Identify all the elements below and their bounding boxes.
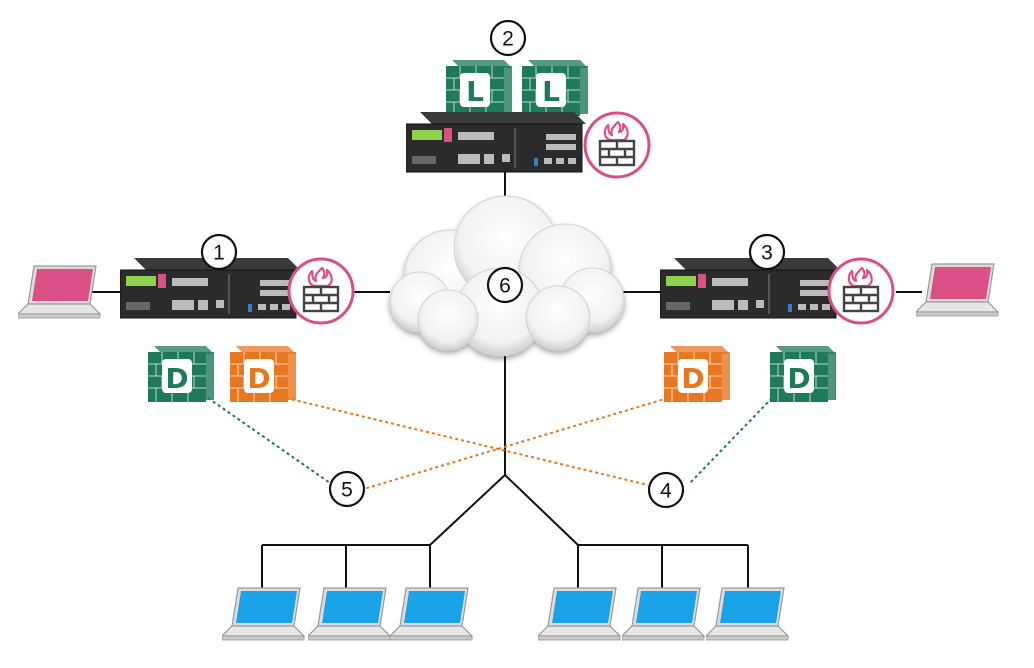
callout-1: 1 [200,233,238,271]
firewall-icon [583,111,651,179]
domain-server-letter: D [681,362,704,395]
callout-label: 1 [213,242,225,265]
domain-server-orange-left: D [230,346,296,403]
client-laptops [222,587,789,641]
domain-server-orange-right: D [664,346,730,403]
client-laptop [308,587,391,641]
client-laptop [622,587,705,641]
log-server-2: L [522,60,588,117]
callout-label: 3 [761,242,773,265]
domain-server-green-right: D [770,346,836,403]
callout-2: 2 [489,19,527,57]
log-server-letter: L [466,75,484,108]
callout-4: 4 [647,471,685,509]
client-laptop [390,587,473,641]
admin-laptop-right [916,263,999,317]
admin-laptop-left [18,265,101,319]
domain-server-green-left: D [148,346,214,403]
domain-server-letter: D [247,362,270,395]
gateway-appliance-left [120,257,355,325]
log-server-letter: L [542,75,560,108]
network-links [92,172,922,588]
callout-label: 2 [502,28,514,51]
firewall-icon [287,257,355,325]
domain-server-letter: D [165,362,188,395]
firewall-icon [827,257,895,325]
log-server-1: L [446,60,512,117]
domain-links [207,397,773,490]
callout-label: 6 [499,275,511,298]
gateway-appliance-right [660,257,895,325]
callout-5: 5 [328,470,366,508]
callout-3: 3 [748,233,786,271]
callout-6: 6 [486,266,524,304]
gateway-appliance-icon [660,257,840,319]
callout-label: 4 [660,480,672,503]
client-laptop [538,587,621,641]
callout-label: 5 [341,479,353,502]
gateway-appliance-top [406,111,651,179]
cloud-icon [389,195,625,357]
domain-server-letter: D [787,362,810,395]
client-laptop [222,587,305,641]
gateway-appliance-icon [406,111,586,173]
client-laptop [706,587,789,641]
